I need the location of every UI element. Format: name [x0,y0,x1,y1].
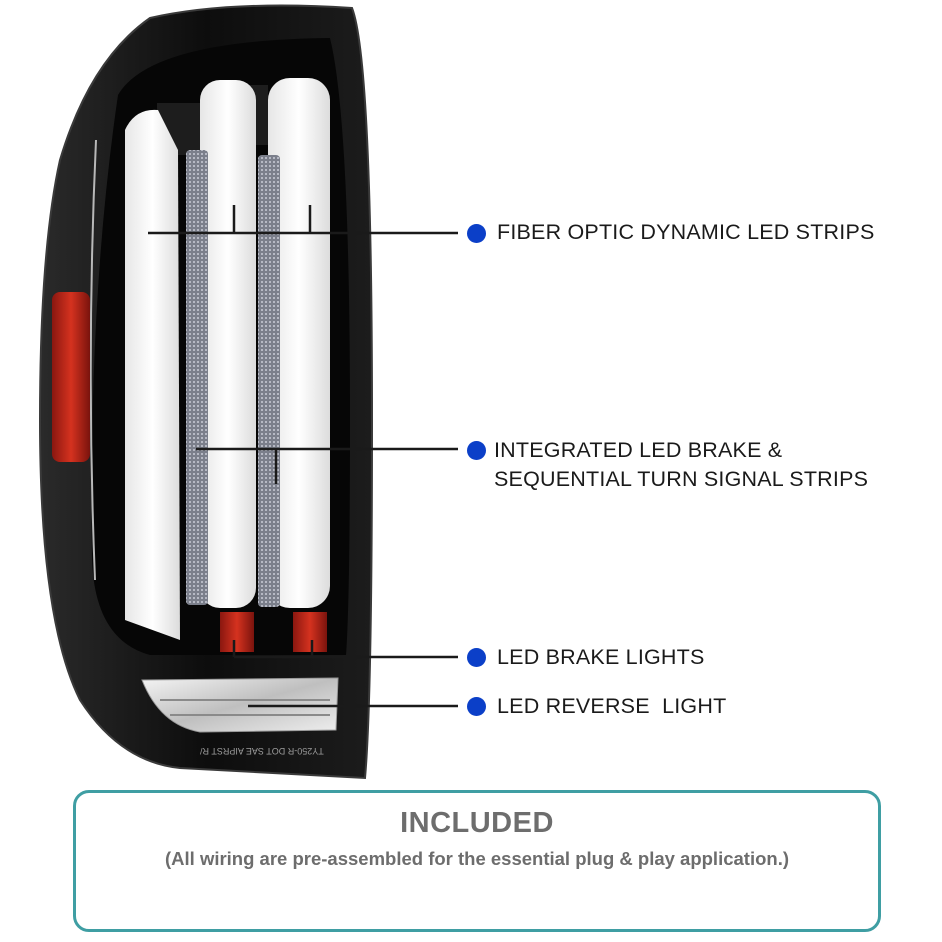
led-strip-1 [186,150,208,605]
callout-bullet-integrated [467,441,486,460]
fiber-bar-2 [200,80,256,608]
reverse-light [141,677,339,733]
callout-bullet-reverse [467,697,486,716]
brake-light-1 [220,612,254,652]
callout-brake-lights: LED BRAKE LIGHTS [497,645,705,669]
callout-fiber-optic: FIBER OPTIC DYNAMIC LED STRIPS [497,220,875,244]
callout-bullet-fiber [467,224,486,243]
led-strip-2 [258,155,280,607]
callout-bullet-brake [467,648,486,667]
fiber-bar-1 [125,109,180,641]
callout-integrated-line1: INTEGRATED LED BRAKE & [494,438,783,462]
callout-reverse-light: LED REVERSE LIGHT [497,694,727,718]
lamp-embossed-text: TY250-R DOT SAE AIPRST R/ [200,746,324,756]
leader-lines [148,205,458,708]
included-box: INCLUDED (All wiring are pre-assembled f… [73,790,881,932]
side-reflector [52,292,90,462]
fiber-bar-3 [268,78,330,608]
included-title: INCLUDED [400,807,554,839]
included-subtitle: (All wiring are pre-assembled for the es… [165,848,789,869]
side-edge-trim [89,139,97,581]
callout-integrated-line2: SEQUENTIAL TURN SIGNAL STRIPS [494,467,869,491]
brake-light-2 [293,612,327,652]
